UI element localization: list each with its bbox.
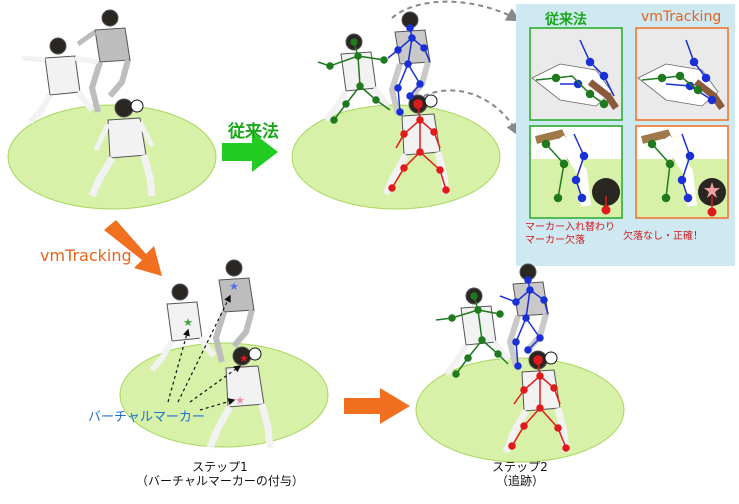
- panel-header-conventional: 従来法: [545, 12, 587, 28]
- panel-conventional-top: [529, 27, 623, 121]
- conventional-arrow: [222, 132, 278, 172]
- skeleton-green-step2: [435, 292, 509, 378]
- vmtracking-arrow: [104, 220, 162, 276]
- panel-header-vmtracking: vmTracking: [641, 9, 722, 25]
- virtual-marker-label: バーチャルマーカー: [88, 410, 205, 425]
- skeleton-blue-conventional: [387, 24, 431, 116]
- step1-subtitle: （バーチャルマーカーの付与）: [136, 474, 304, 488]
- step2-caption: ステップ2 （追跡）: [450, 460, 590, 488]
- skeleton-red-conventional: [388, 99, 450, 194]
- step2-subtitle: （追跡）: [495, 474, 544, 488]
- field-bottom-left: [119, 342, 329, 448]
- conventional-method-label: 従来法: [228, 122, 279, 142]
- step2-title: ステップ2: [492, 460, 548, 474]
- panel-vmtracking-bottom: [635, 125, 729, 219]
- field-top-center: [291, 104, 501, 210]
- zoom-arrow-top: [391, 0, 521, 22]
- virtual-marker-star-green: ★: [183, 316, 193, 329]
- skeleton-green-conventional: [317, 38, 391, 124]
- step1-caption: ステップ1 （バーチャルマーカーの付与）: [120, 460, 320, 488]
- vmtracking-label: vmTracking: [40, 246, 132, 265]
- panel-conventional-bottom: [529, 125, 623, 219]
- note-marker-swap: マーカー入れ替わり: [525, 222, 615, 233]
- players-original: [21, 9, 156, 198]
- virtual-marker-star-blue: ★: [229, 280, 239, 293]
- conventional-failure-note: マーカー入れ替わり マーカー欠落: [525, 221, 615, 247]
- step-arrow: [344, 388, 410, 424]
- note-marker-loss: マーカー欠落: [525, 235, 585, 246]
- field-bottom-right: [415, 357, 625, 463]
- virtual-marker-star-pink: ★: [235, 394, 245, 407]
- skeleton-red-step2: [508, 355, 570, 452]
- virtual-marker-star-red: ★: [239, 352, 249, 365]
- virtual-marker-pointers: [167, 294, 242, 411]
- skeleton-blue-step2: [499, 276, 549, 370]
- players-step1: [149, 259, 274, 450]
- panel-vmtracking-top: [635, 27, 729, 121]
- zoom-arrow-bottom: [423, 89, 520, 137]
- step1-title: ステップ1: [192, 460, 248, 474]
- vmtracking-success-note: 欠落なし・正確！: [623, 231, 703, 242]
